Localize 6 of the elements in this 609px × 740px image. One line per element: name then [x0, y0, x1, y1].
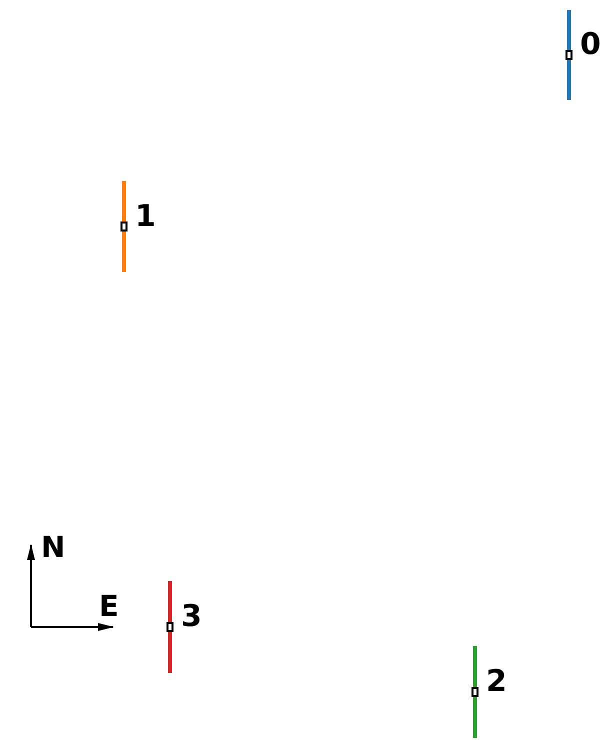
- compass-label: E: [99, 592, 119, 621]
- element-number: 0: [580, 30, 601, 60]
- element-number: 2: [486, 667, 507, 697]
- element-number: 1: [135, 202, 156, 232]
- element-number: 3: [181, 602, 202, 632]
- compass-label: N: [41, 533, 66, 562]
